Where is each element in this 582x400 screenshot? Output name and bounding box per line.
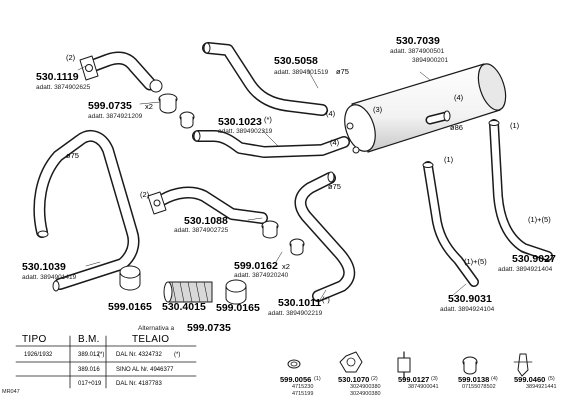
- kit-ref2-599-0056: 4715199: [292, 391, 314, 397]
- diameter-86: ø86: [450, 123, 463, 132]
- kit-ref1-599-0127: 3874900041: [408, 384, 439, 390]
- table-cell-bm-1: 389.012: [78, 352, 100, 358]
- kit-code-530-1070: 530.1070: [338, 375, 370, 384]
- note-4-a: (4): [326, 109, 336, 118]
- part-code-530-5058: 530.5058: [274, 55, 318, 67]
- part-code-530-4015: 530.4015: [162, 301, 206, 313]
- pipe-530-5058: [202, 42, 328, 116]
- kit-icon-flange-gasket: [339, 351, 363, 373]
- kit-icon-rubber-mount: [397, 351, 411, 379]
- table-cell-bm-2: 389.016: [78, 367, 100, 373]
- note-2-top: (2): [66, 53, 76, 62]
- table-cell-tipo: 1926/1932: [24, 352, 53, 358]
- kit-ref2-530-1070: 3024900380: [350, 391, 381, 397]
- note-3: (3): [373, 105, 383, 114]
- part-ref-530-1023: adatt. 3894902319: [218, 128, 273, 135]
- note-2-middle: (2): [140, 190, 150, 199]
- table-cell-telaio-3: DAL Nr. 4187783: [116, 381, 162, 387]
- kit-sub-530-1070: (2): [371, 376, 378, 382]
- table-cell-telaio-1: DAL Nr. 4324732: [116, 352, 162, 358]
- part-code-599-0162: 599.0162: [234, 260, 278, 272]
- kit-sub-599-0127: (3): [431, 376, 438, 382]
- clamp-599-0735: [158, 93, 195, 129]
- pipe-530-1023: [192, 130, 350, 158]
- diagram-code: MR047: [2, 389, 20, 395]
- pipe-530-9027: [488, 119, 553, 261]
- clamp-599-0165-left: [119, 265, 141, 291]
- reference-table-lines: [15, 335, 197, 389]
- clamp-599-0162: [261, 220, 305, 256]
- part-ref-599-0162: adatt. 3874920240: [234, 272, 289, 279]
- part-ref-530-9027: adatt. 3894921404: [498, 266, 553, 273]
- kit-icon-gasket: [287, 359, 301, 369]
- kit-sub-599-0460: (5): [548, 376, 555, 382]
- part-code-530-1011: 530.1011: [278, 297, 322, 309]
- part-ref-530-1039: adatt. 3894901419: [22, 274, 77, 281]
- table-cell-mark-telaio-1: (*): [174, 352, 181, 358]
- clamp-599-0165-right: [225, 279, 247, 305]
- part-code-530-9031: 530.9031: [448, 293, 492, 305]
- pipe-530-1088: [147, 186, 268, 224]
- part-code-599-0735: 599.0735: [88, 100, 132, 112]
- kit-code-599-0056: 599.0056: [280, 375, 312, 384]
- leader-lines: [77, 65, 531, 301]
- kit-icon-bracket: [513, 353, 533, 377]
- part-ref-530-1088: adatt. 3874902725: [174, 227, 229, 234]
- kit-ref1-599-0460: 3894921441: [526, 384, 557, 390]
- kit-code-599-0138: 599.0138: [458, 375, 490, 384]
- part-code-530-1119: 530.1119: [36, 71, 79, 83]
- pipe-530-1011: [294, 171, 356, 302]
- kit-code-599-0460: 599.0460: [514, 375, 546, 384]
- part-mark-530-1023: (*): [264, 115, 272, 124]
- kit-ref1-530-1070: 3024900380: [350, 384, 381, 390]
- part-mark-530-1011: (*): [322, 295, 330, 304]
- kit-ref1-599-0056: 4715230: [292, 384, 314, 390]
- part-code-599-0165-left: 599.0165: [108, 301, 152, 313]
- part-qty-599-0162: x2: [282, 262, 290, 271]
- diameter-75-left: ø75: [66, 151, 79, 160]
- part-ref-530-9031: adatt. 3894924104: [440, 306, 495, 313]
- pipe-530-1039: [33, 129, 140, 292]
- table-header-bm: B.M.: [78, 334, 100, 345]
- diameter-75-top: ø75: [336, 67, 349, 76]
- note-1-right: (1): [510, 121, 520, 130]
- part-ref-530-1119: adatt. 3874902625: [36, 84, 91, 91]
- part-code-530-1039: 530.1039: [22, 261, 66, 273]
- note-1-5-middle: (1)+(5): [464, 257, 487, 266]
- part-code-530-7039: 530.7039: [396, 35, 440, 47]
- pipe-530-1119: [79, 51, 163, 93]
- kit-code-599-0127: 599.0127: [398, 375, 430, 384]
- kit-sub-599-0138: (4): [491, 376, 498, 382]
- muffler-530-7039: [344, 63, 507, 154]
- kit-sub-599-0056: (1): [314, 376, 321, 382]
- part-qty-599-0735: x2: [145, 102, 153, 111]
- flex-pipe-530-4015: [163, 281, 213, 303]
- note-4-b: (4): [330, 138, 340, 147]
- note-1-5-right: (1)+(5): [528, 215, 551, 224]
- part-code-530-1023: 530.1023: [218, 116, 262, 128]
- kit-icon-clamp: [462, 356, 478, 375]
- part-ref-530-5058: adatt. 3894901519: [274, 69, 329, 76]
- part-ref-599-0735: adatt. 3874921209: [88, 113, 143, 120]
- table-cell-mark-1: (*): [98, 352, 105, 358]
- part-code-599-0735-alt: 599.0735: [187, 322, 231, 334]
- note-1-middle: (1): [444, 155, 454, 164]
- alternative-note: Alternativa a: [138, 325, 175, 332]
- table-cell-bm-3: 017÷019: [78, 381, 102, 387]
- note-4-c: (4): [454, 93, 464, 102]
- table-header-telaio: TELAIO: [132, 334, 170, 345]
- part-code-530-1088: 530.1088: [184, 215, 228, 227]
- part-ref-530-1011: adatt. 3894902219: [268, 310, 323, 317]
- part-code-599-0165-right: 599.0165: [216, 302, 260, 314]
- pipe-530-9031: [422, 161, 479, 287]
- part-code-530-9027: 530.9027: [512, 253, 556, 265]
- kit-ref1-599-0138: 07155078502: [462, 384, 496, 390]
- table-header-tipo: TIPO: [22, 334, 47, 345]
- diameter-75-middle: ø75: [328, 182, 341, 191]
- table-cell-telaio-2: SINO AL Nr. 4946377: [116, 367, 174, 373]
